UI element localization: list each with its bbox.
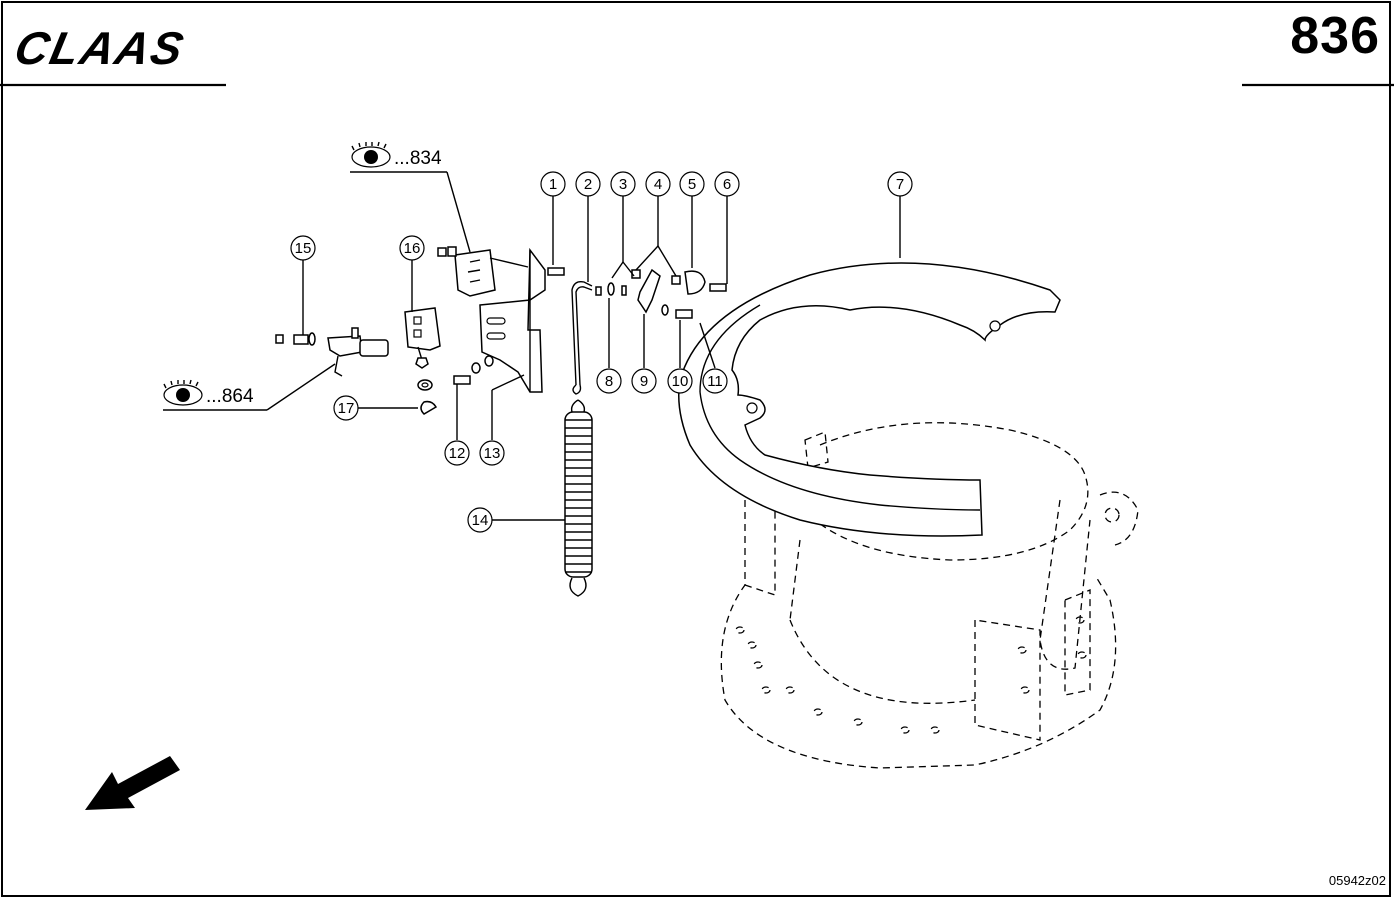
part-7-curved-guard[interactable] (678, 262, 1061, 537)
leader-lines (302, 196, 901, 521)
svg-text:10: 10 (672, 373, 689, 390)
callout-14[interactable]: 14 (467, 507, 493, 533)
callout-15[interactable]: 15 (290, 235, 316, 261)
svg-text:3: 3 (619, 176, 627, 193)
svg-text:6: 6 (723, 176, 731, 193)
svg-text:1: 1 (549, 176, 557, 193)
svg-text:17: 17 (338, 400, 355, 417)
reference-834[interactable]: ...834 (350, 141, 471, 253)
direction-arrow-icon (85, 756, 180, 810)
callout-4[interactable]: 4 (645, 171, 671, 197)
callout-12[interactable]: 12 (444, 440, 470, 466)
part-14-tension-spring[interactable] (564, 399, 593, 597)
callout-16[interactable]: 16 (399, 235, 425, 261)
part-13-mounting-bracket[interactable] (479, 247, 546, 393)
svg-text:7: 7 (896, 176, 904, 193)
callout-2[interactable]: 2 (575, 171, 601, 197)
callout-6[interactable]: 6 (714, 171, 740, 197)
housing-outline (720, 422, 1139, 769)
callout-13[interactable]: 13 (479, 440, 505, 466)
callout-8[interactable]: 8 (596, 368, 622, 394)
callout-10[interactable]: 10 (667, 368, 693, 394)
svg-text:CLAAS: CLAAS (10, 22, 189, 73)
svg-text:2: 2 (584, 176, 592, 193)
svg-text:5: 5 (688, 176, 696, 193)
svg-text:8: 8 (605, 373, 613, 390)
svg-text:16: 16 (404, 240, 421, 257)
svg-text:14: 14 (472, 512, 489, 529)
svg-text:11: 11 (707, 373, 723, 390)
callout-9[interactable]: 9 (631, 368, 657, 394)
part-2-hook-rod[interactable] (571, 280, 593, 395)
eye-icon (351, 141, 391, 168)
callout-1[interactable]: 1 (540, 171, 566, 197)
drawing-code: 05942z02 (1328, 873, 1386, 888)
callout-3[interactable]: 3 (610, 171, 636, 197)
sensor-assembly[interactable] (275, 327, 389, 377)
svg-text:15: 15 (295, 240, 312, 257)
callout-17[interactable]: 17 (333, 395, 359, 421)
svg-text:9: 9 (640, 373, 648, 390)
actuator-assembly[interactable] (437, 246, 529, 297)
callout-11[interactable]: 11 (702, 368, 728, 394)
reference-864-label: ...864 (206, 386, 254, 407)
small-hardware[interactable] (453, 267, 727, 385)
reference-834-label: ...834 (394, 148, 442, 169)
callout-7[interactable]: 7 (887, 171, 913, 197)
svg-text:13: 13 (484, 445, 501, 462)
part-17-cap[interactable] (420, 400, 438, 415)
svg-text:12: 12 (449, 445, 466, 462)
sheet-number: 836 (1290, 7, 1380, 65)
callout-5[interactable]: 5 (679, 171, 705, 197)
eye-icon (163, 379, 203, 406)
reference-864[interactable]: ...864 (163, 363, 336, 411)
svg-text:4: 4 (654, 176, 662, 193)
brand-logo: CLAAS (10, 22, 189, 73)
part-16-plate[interactable] (404, 307, 441, 391)
